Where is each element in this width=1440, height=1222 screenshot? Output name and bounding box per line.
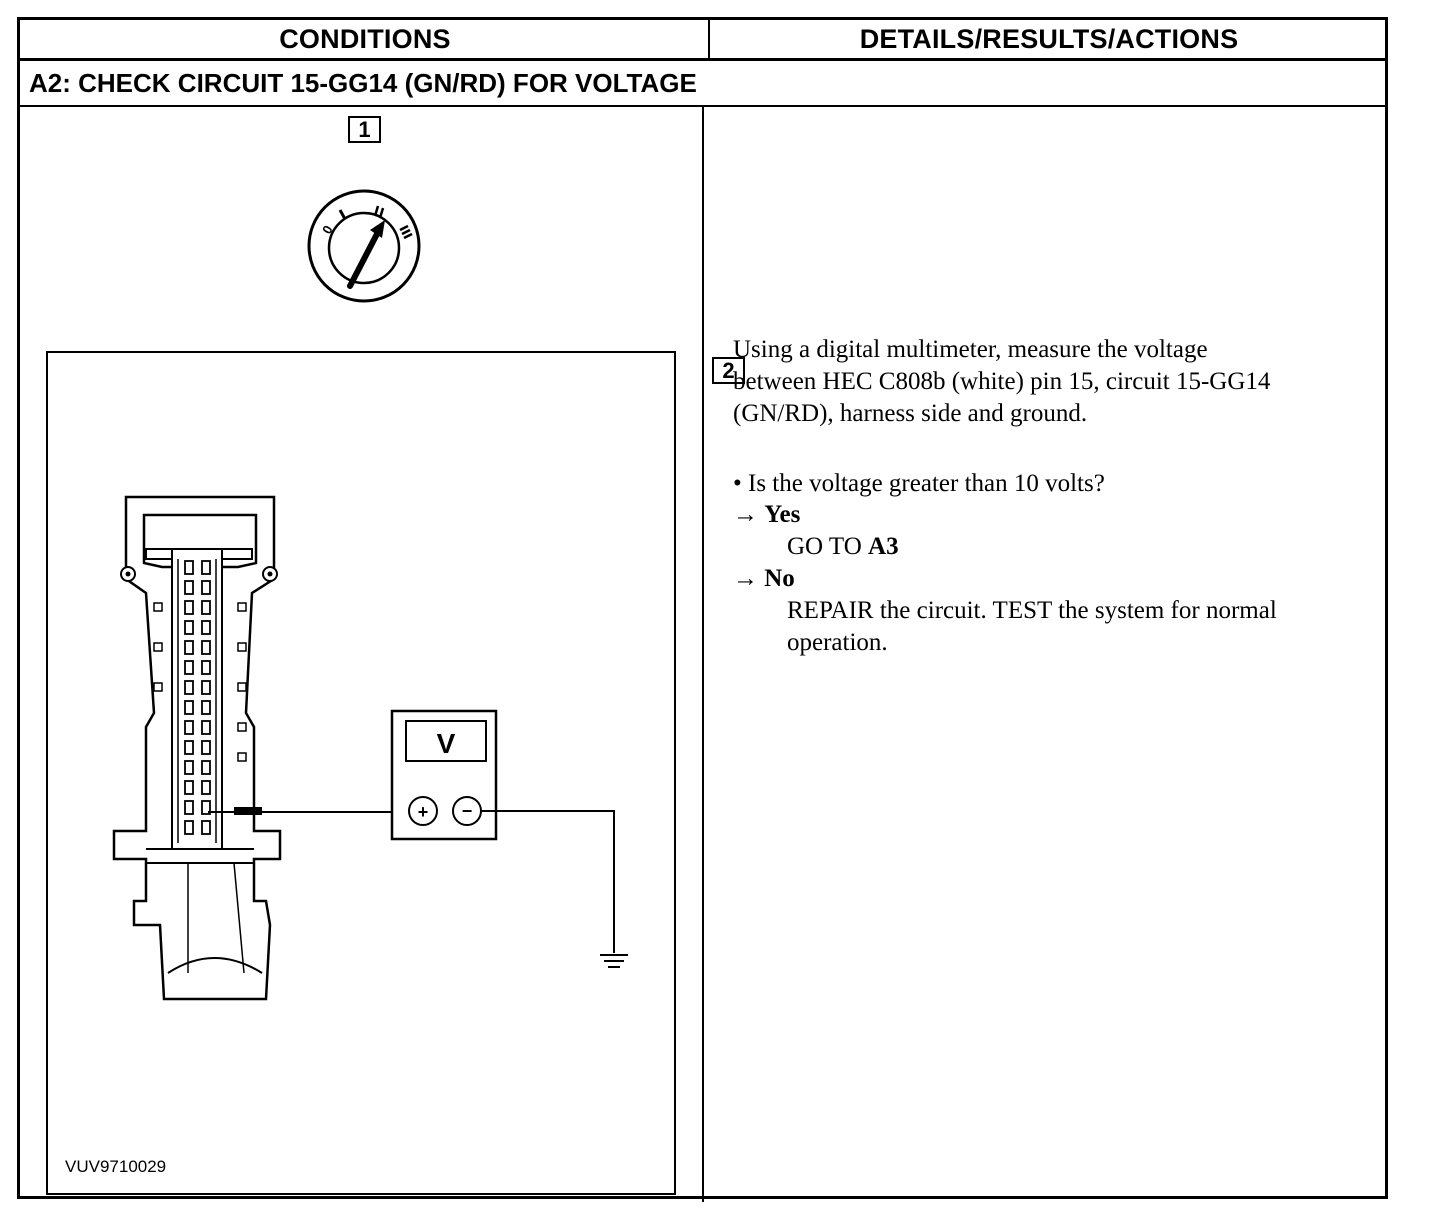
- yes-arrow-icon: →: [733, 501, 758, 528]
- step-2-badge: 2: [712, 357, 745, 384]
- no-arrow-icon: →: [733, 565, 758, 592]
- yes-branch: → Yes: [733, 499, 800, 531]
- yes-label: Yes: [764, 501, 801, 528]
- conditions-header: CONDITIONS: [279, 24, 451, 54]
- header-rule: [20, 58, 1385, 61]
- meter-label: V: [437, 728, 456, 759]
- yes-action-target: A3: [868, 533, 899, 560]
- figure-code: VUV9710029: [65, 1157, 167, 1176]
- yes-action-prefix: GO TO: [787, 533, 862, 560]
- no-action-line-2: operation.: [787, 629, 888, 656]
- connector-diagram: V + −: [112, 495, 628, 1001]
- ground-icon: [600, 954, 628, 968]
- instruction-line-1: Using a digital multimeter, measure the …: [733, 336, 1208, 363]
- step-2-instruction: Using a digital multimeter, measure the …: [733, 334, 1373, 430]
- plus-terminal: +: [418, 802, 429, 822]
- no-label: No: [764, 565, 795, 592]
- no-action-line-1: REPAIR the circuit. TEST the system for …: [787, 597, 1277, 624]
- connector-figure: V + − VUV9710029: [46, 351, 676, 1195]
- ignition-switch-icon: 0: [307, 189, 421, 303]
- step-1-badge: 1: [348, 116, 381, 143]
- instruction-line-2: between HEC C808b (white) pin 15, circui…: [733, 368, 1271, 395]
- no-branch: → No: [733, 563, 795, 595]
- test-question: • Is the voltage greater than 10 volts?: [733, 470, 1105, 497]
- no-action: REPAIR the circuit. TEST the system for …: [787, 595, 1387, 659]
- header-divider: [708, 20, 710, 59]
- column-divider: [702, 106, 704, 1202]
- details-header: DETAILS/RESULTS/ACTIONS: [859, 24, 1239, 54]
- procedure-table: CONDITIONS DETAILS/RESULTS/ACTIONS A2: C…: [17, 17, 1388, 1202]
- section-title: A2: CHECK CIRCUIT 15-GG14 (GN/RD) FOR VO…: [29, 67, 697, 98]
- yes-action: GO TO A3: [787, 531, 899, 563]
- instruction-line-3: (GN/RD), harness side and ground.: [733, 400, 1088, 427]
- minus-terminal: −: [462, 801, 473, 821]
